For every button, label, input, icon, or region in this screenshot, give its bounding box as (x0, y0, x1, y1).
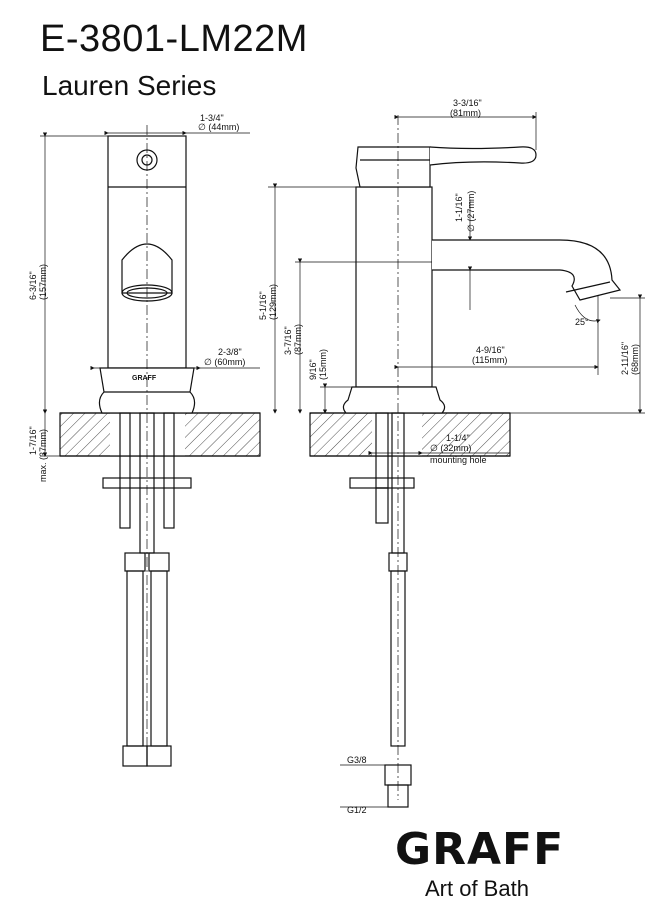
side-spout-reach-mm: (115mm) (472, 355, 507, 365)
front-top-width-in: 1-3/4" (200, 113, 224, 123)
side-view (309, 115, 622, 808)
side-spout-height-mm: (87mm) (293, 324, 303, 355)
brand-logo: GRAFF (395, 824, 565, 875)
front-view (59, 125, 261, 767)
front-max-deck-mm: max. (37mm) (38, 429, 48, 482)
side-reach-handle-mm: (81mm) (450, 108, 481, 118)
front-max-deck-in: 1-7/16" (28, 426, 38, 455)
front-height-in: 6-3/16" (28, 271, 38, 300)
side-body-height-in: 5-1/16" (258, 291, 268, 320)
hole-label: mounting hole (430, 455, 487, 465)
side-aerator-height-mm: (68mm) (630, 344, 640, 375)
front-base-dia-mm: ∅ (60mm) (204, 357, 245, 367)
brand-block: GRAFF Art of Bath (395, 824, 615, 902)
series-name: Lauren Series (42, 70, 217, 101)
connector-top-label: G3/8 (347, 755, 367, 765)
side-angle: 25° (575, 317, 589, 327)
hole-diameter-mm: ∅ (32mm) (430, 443, 471, 453)
side-reach-handle-in: 3-3/16" (453, 98, 482, 108)
base-logo-text: GRAFF (132, 375, 157, 382)
brand-tagline: Art of Bath (425, 876, 529, 901)
side-body-height-mm: (129mm) (268, 284, 278, 320)
front-base-dia-in: 2-3/8" (218, 347, 242, 357)
side-spout-dia-mm: ∅ (27mm) (466, 191, 476, 232)
front-top-width-mm: ∅ (44mm) (198, 122, 239, 132)
side-base-height-in: 9/16" (308, 359, 318, 380)
side-spout-dia-in: 1-1/16" (454, 193, 464, 222)
side-spout-reach-in: 4-9/16" (476, 345, 505, 355)
connector-bottom-label: G1/2 (347, 805, 367, 815)
side-base-height-mm: (15mm) (318, 349, 328, 380)
front-height-mm: (157mm) (38, 264, 48, 300)
side-aerator-height-in: 2-11/16" (620, 342, 630, 375)
side-spout-height-in: 3-7/16" (283, 326, 293, 355)
model-number: E-3801-LM22M (40, 18, 308, 60)
hole-diameter-in: 1-1/4" (446, 433, 470, 443)
